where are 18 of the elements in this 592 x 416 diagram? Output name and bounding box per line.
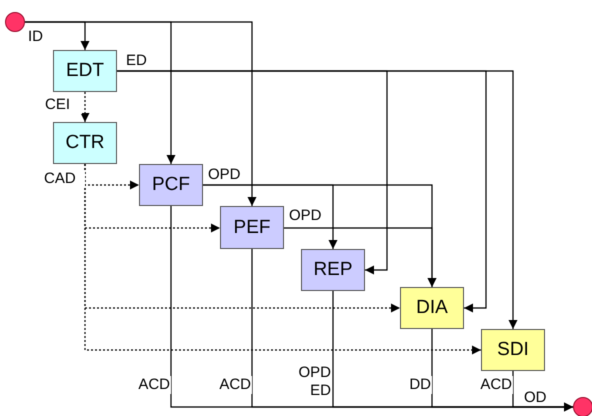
connector-arrow (512, 371, 573, 412)
connector-arrow (80, 92, 90, 122)
edge-label: CEI (44, 96, 82, 114)
process-box: CTR (53, 122, 117, 164)
flow-label: ID (28, 28, 43, 45)
terminal-circle (573, 397, 592, 416)
connector-arrow (25, 21, 256, 206)
process-box: REP (301, 249, 365, 291)
connector-arrow (284, 227, 436, 287)
process-box: DIA (400, 287, 464, 329)
flow-label: OD (524, 389, 546, 406)
terminal-circle (5, 12, 25, 32)
process-box: PEF (220, 206, 284, 249)
edge-label: CAD (43, 170, 85, 188)
process-box: EDT (53, 50, 117, 92)
connector-arrow (84, 164, 481, 354)
process-box: PCF (139, 164, 203, 206)
process-box: SDI (481, 329, 545, 371)
